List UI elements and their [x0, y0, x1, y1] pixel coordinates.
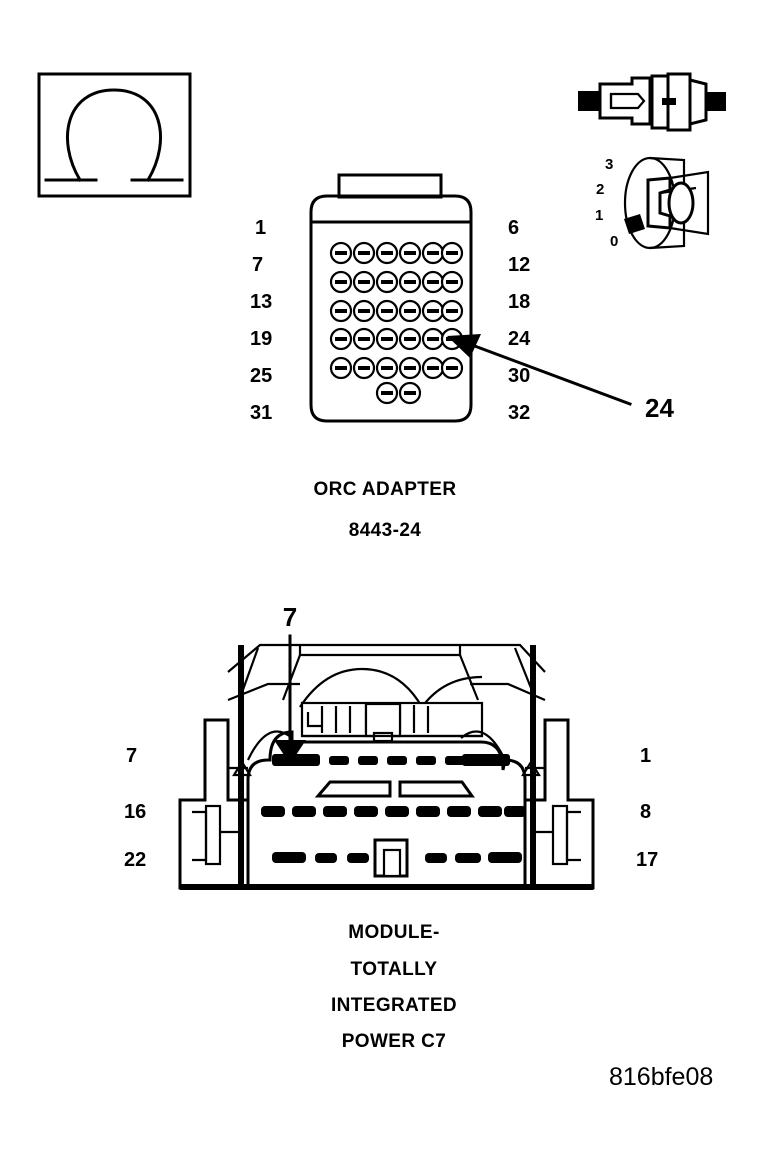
orc-left-label-13: 13 [250, 291, 272, 313]
switch-position-1: 1 [595, 207, 603, 224]
figure-id: 816bfe08 [609, 1063, 713, 1091]
orc-caption-line2: 8443-24 [349, 520, 422, 541]
orc-right-label-12: 12 [508, 254, 530, 276]
tipm-caption-line3: INTEGRATED [331, 995, 457, 1016]
tipm-c7-connector: 7 7 16 22 1 8 17 MODULE- TOTALLY INTEGRA… [124, 602, 658, 1052]
orc-callout-label: 24 [645, 393, 674, 423]
tipm-caption-line1: MODULE- [348, 922, 439, 943]
tipm-cavity-row-middle [261, 806, 526, 817]
orc-left-label-19: 19 [250, 328, 272, 350]
orc-right-label-6: 6 [508, 217, 519, 239]
switch-position-0: 0 [610, 233, 618, 250]
orc-left-label-7: 7 [252, 254, 263, 276]
ohm-symbol-icon [37, 72, 192, 198]
orc-caption-line1: ORC ADAPTER [313, 479, 456, 500]
orc-right-label-32: 32 [508, 402, 530, 424]
rotary-switch-icon: 3 2 1 0 [595, 156, 710, 250]
orc-pin-row [329, 241, 464, 265]
orc-adapter-connector: 1 7 13 19 25 31 6 12 18 24 30 32 24 ORC … [250, 173, 674, 541]
tipm-right-label-8: 8 [640, 801, 651, 823]
tipm-right-label-1: 1 [640, 745, 651, 767]
orc-left-label-31: 31 [250, 402, 272, 424]
switch-position-2: 2 [596, 181, 604, 198]
tipm-callout-arrow [274, 634, 306, 764]
tipm-cavity-row-bottom [272, 838, 522, 878]
tipm-caption-line2: TOTALLY [351, 959, 438, 980]
orc-left-label-1: 1 [255, 217, 266, 239]
orc-pin-row [329, 299, 464, 323]
tipm-cavity-row-top [272, 754, 510, 766]
orc-right-label-18: 18 [508, 291, 530, 313]
orc-pin-grid [329, 241, 464, 405]
orc-right-label-30: 30 [508, 365, 530, 387]
orc-callout-arrow [447, 334, 632, 406]
orc-left-label-25: 25 [250, 365, 272, 387]
tipm-right-label-17: 17 [636, 849, 658, 871]
tipm-callout-label: 7 [283, 602, 297, 632]
orc-pin-row [329, 270, 464, 294]
tipm-cavity-7 [272, 754, 320, 766]
orc-pin-row [375, 381, 422, 405]
tipm-caption-line4: POWER C7 [342, 1031, 447, 1052]
tipm-left-label-22: 22 [124, 849, 146, 871]
switch-position-3: 3 [605, 156, 613, 173]
tipm-left-label-16: 16 [124, 801, 146, 823]
tipm-left-label-7: 7 [126, 745, 137, 767]
connector-plug-icon [578, 72, 726, 132]
orc-right-label-24: 24 [508, 328, 531, 350]
orc-pin-row [329, 356, 464, 380]
